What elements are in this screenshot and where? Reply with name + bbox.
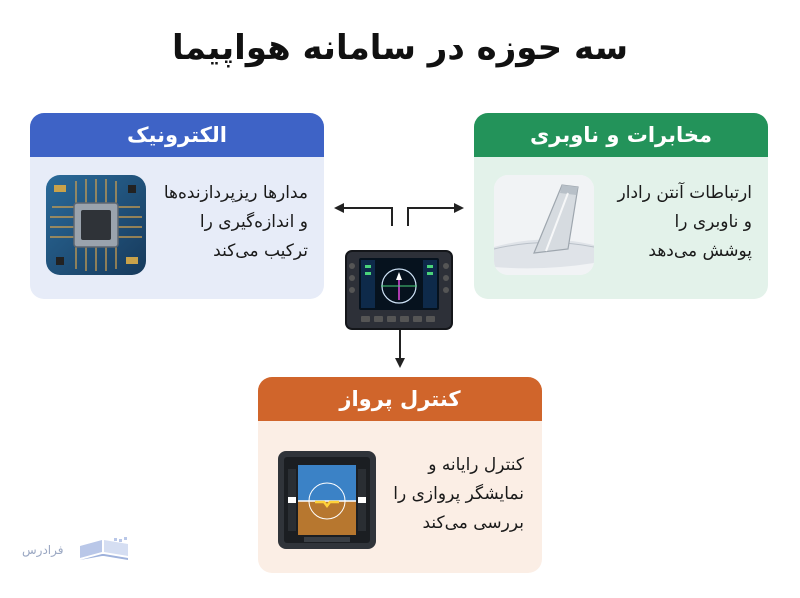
flight-control-description: کنترل رایانه و نمایشگر پروازی را بررسی م… (384, 451, 524, 538)
description-line: پوشش می‌دهد (648, 241, 752, 261)
brand-logo: فرادرس (22, 536, 142, 566)
attitude-indicator-icon (278, 451, 376, 549)
description-line: ترکیب می‌کند (213, 241, 308, 261)
communication-description: ارتباطات آنتن رادار و ناوبری را پوشش می‌… (602, 179, 752, 266)
description-line: مدارها ریزپردازنده‌ها (163, 183, 308, 203)
communication-card-title: مخابرات و ناوبری (474, 113, 768, 157)
diagram-title: سه حوزه در سامانه هواپیما (171, 28, 629, 68)
communication-card: مخابرات و ناوبری ارتباطات آنتن رادار و ن… (474, 113, 768, 299)
flight-control-card-title: کنترل پرواز (258, 377, 542, 421)
description-line: و ناوبری را (674, 212, 753, 232)
electronics-card: الکترونیک (30, 113, 324, 299)
flight-control-card: کنترل پرواز کنترل رایانه و نمایشگر پرواز… (258, 377, 542, 573)
brand-logo-text: فرادرس (22, 543, 64, 557)
book-icon (74, 536, 134, 570)
description-line: ارتباطات آنتن رادار (617, 183, 752, 203)
microchip-icon (46, 175, 146, 275)
electronics-description: مدارها ریزپردازنده‌ها و اندازه‌گیری را ت… (148, 179, 308, 266)
description-line: کنترل رایانه و (428, 455, 524, 475)
electronics-card-title: الکترونیک (30, 113, 324, 157)
description-line: و اندازه‌گیری را (199, 212, 308, 232)
description-line: بررسی می‌کند (422, 513, 524, 533)
description-line: نمایشگر پروازی را (393, 484, 524, 504)
arrow-to-electronics (334, 203, 393, 226)
avionics-display-icon (345, 250, 453, 330)
aircraft-tail-icon (494, 175, 594, 275)
arrow-to-communication (407, 203, 464, 226)
